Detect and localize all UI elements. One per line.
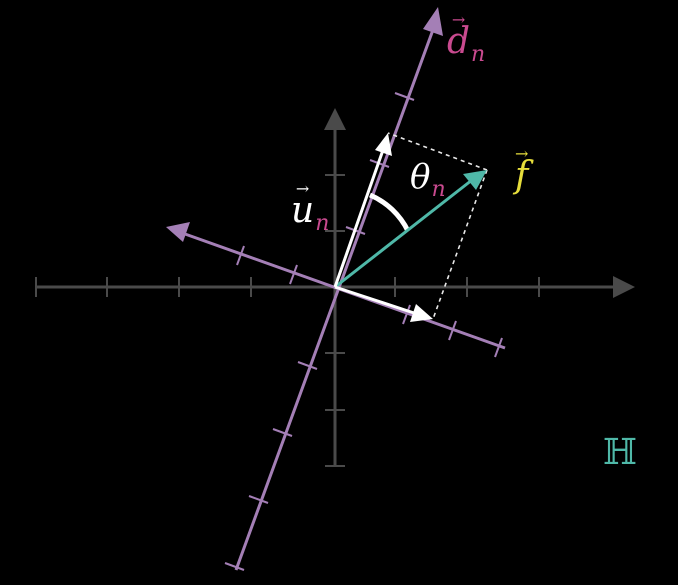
e-tick bbox=[289, 264, 298, 285]
d-tick bbox=[272, 428, 293, 437]
rotated-axis-d-arrowhead bbox=[423, 7, 443, 36]
rotated-axis-d-ticks bbox=[224, 92, 415, 571]
unit-vector-u-arrowhead bbox=[375, 133, 392, 156]
rotated-axis-e-ticks bbox=[236, 245, 503, 358]
unit-vector-u bbox=[333, 149, 385, 288]
unit-vector-e-arrowhead bbox=[410, 304, 433, 322]
projection-guide-to-e bbox=[432, 169, 488, 320]
vector-arrow-icon: → bbox=[295, 179, 310, 198]
unit-vector-e bbox=[334, 285, 415, 315]
label-theta-n: θn bbox=[410, 157, 446, 202]
e-tick bbox=[448, 320, 457, 341]
vector-f bbox=[334, 178, 473, 289]
projection-guide-to-u bbox=[387, 132, 488, 171]
d-tick bbox=[394, 92, 415, 101]
label-d-vec: → d bbox=[447, 10, 471, 62]
label-u-vec: → u bbox=[291, 179, 315, 231]
d-tick bbox=[297, 361, 318, 370]
space-symbol-H: ℍ bbox=[603, 432, 638, 473]
e-tick bbox=[236, 245, 245, 266]
e-tick bbox=[494, 337, 503, 358]
d-tick bbox=[248, 495, 269, 504]
vector-f-arrowhead bbox=[463, 170, 487, 190]
x-axis-ticks bbox=[35, 277, 540, 297]
vector-arrow-icon: → bbox=[515, 144, 529, 163]
label-f: → f bbox=[515, 144, 529, 196]
rotated-axis-e-arrowhead bbox=[166, 222, 190, 242]
e-tick bbox=[402, 304, 411, 325]
label-d-n: → d n bbox=[447, 10, 486, 67]
vector-arrow-icon: → bbox=[451, 10, 466, 29]
rotated-axis-d bbox=[234, 26, 436, 571]
d-tick bbox=[224, 562, 245, 571]
y-axis-ticks bbox=[325, 174, 345, 467]
projection-guides bbox=[387, 132, 488, 320]
y-axis-arrowhead bbox=[324, 108, 346, 130]
label-f-vec: → f bbox=[515, 144, 529, 196]
angle-arc bbox=[368, 192, 411, 233]
label-u-n: → u n bbox=[291, 179, 330, 236]
x-axis-arrowhead bbox=[613, 276, 635, 298]
